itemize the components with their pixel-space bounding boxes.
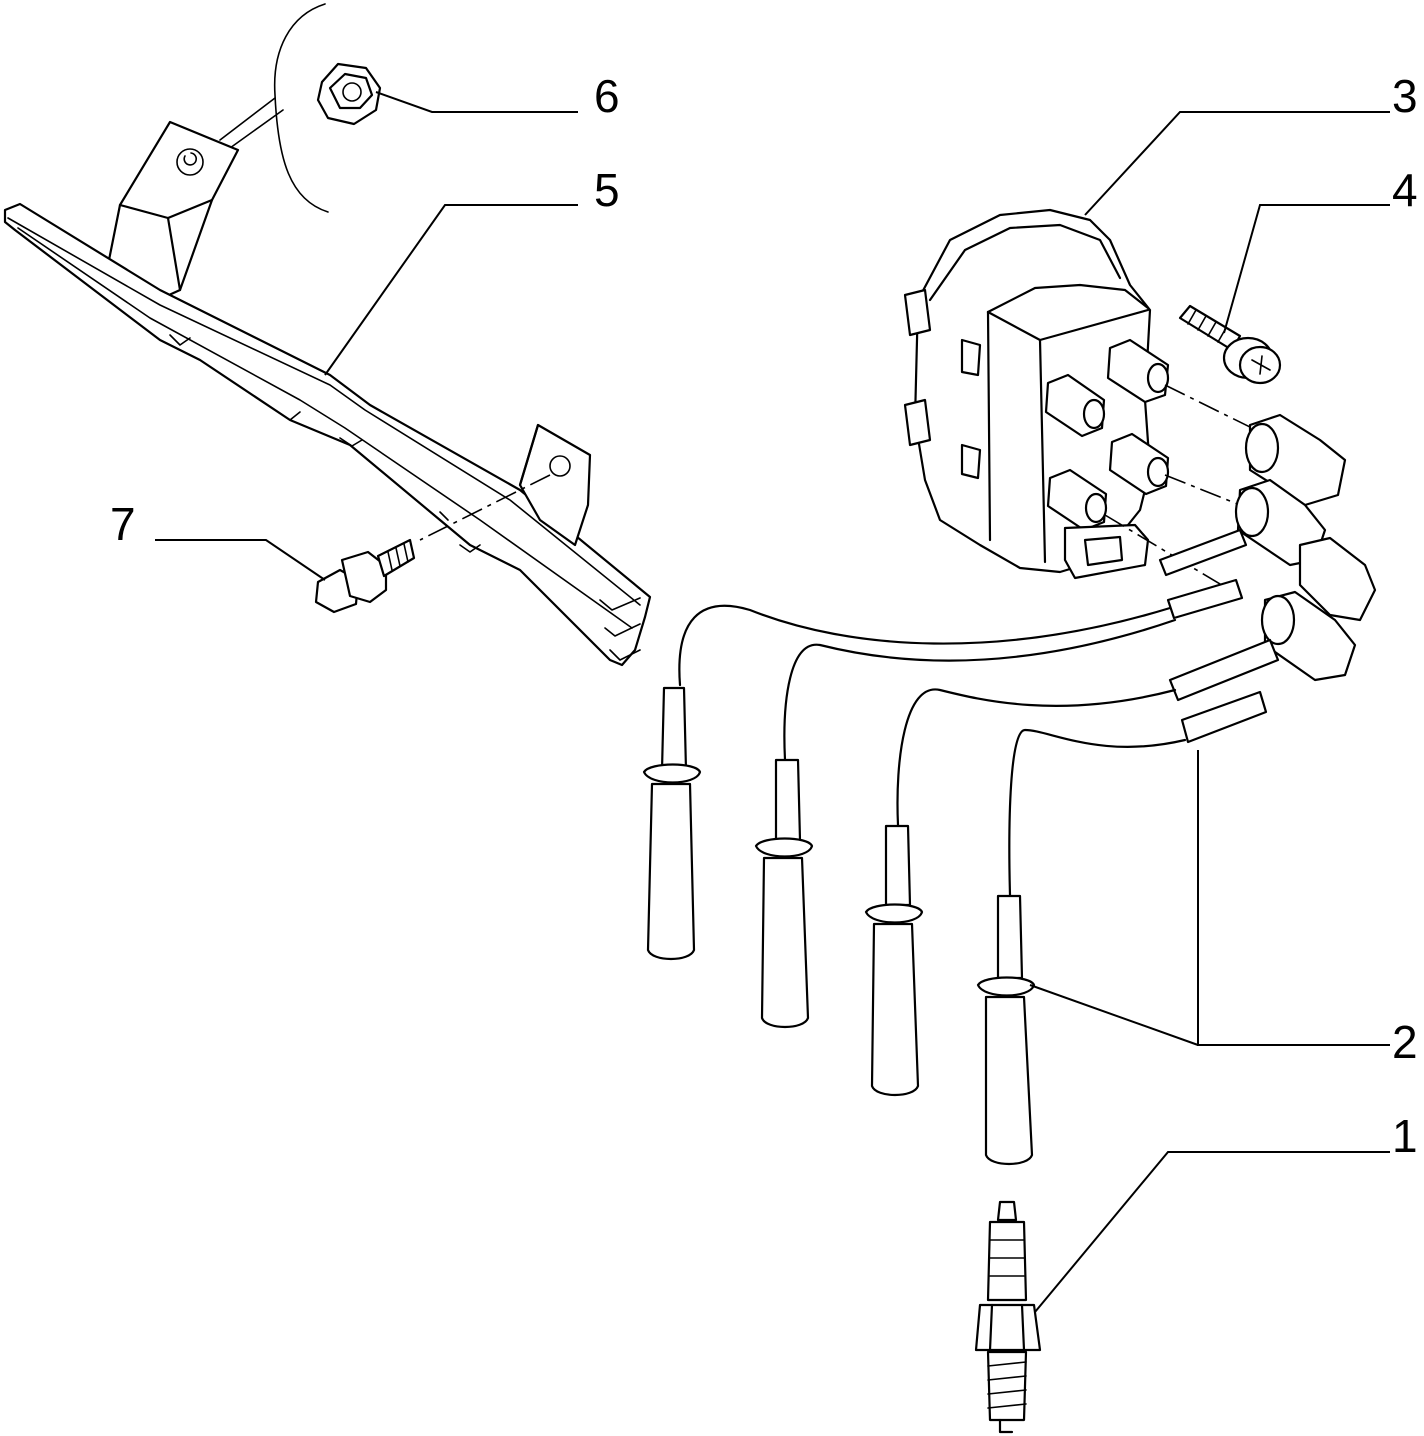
callout-3: 3 [1392,70,1418,122]
callout-1: 1 [1392,1110,1418,1162]
callout-4: 4 [1392,164,1418,216]
ignition-coil [903,208,1261,591]
leader-lines [155,91,1390,1313]
callout-6: 6 [594,70,620,122]
callout-labels: 1 2 3 4 5 6 7 [110,70,1418,1162]
coil-screw [1178,304,1282,385]
plug-boot [642,686,702,961]
callout-7: 7 [110,498,136,550]
flange-bolt [314,538,416,614]
ignition-cable-set [642,413,1377,1166]
cable-support-bracket [3,3,652,667]
plug-boot [864,824,924,1097]
callout-5: 5 [594,164,620,216]
flange-nut [316,62,382,126]
plug-boot [976,894,1036,1166]
callout-2: 2 [1392,1016,1418,1068]
spark-plug [974,1200,1042,1434]
plug-boot [754,758,814,1029]
